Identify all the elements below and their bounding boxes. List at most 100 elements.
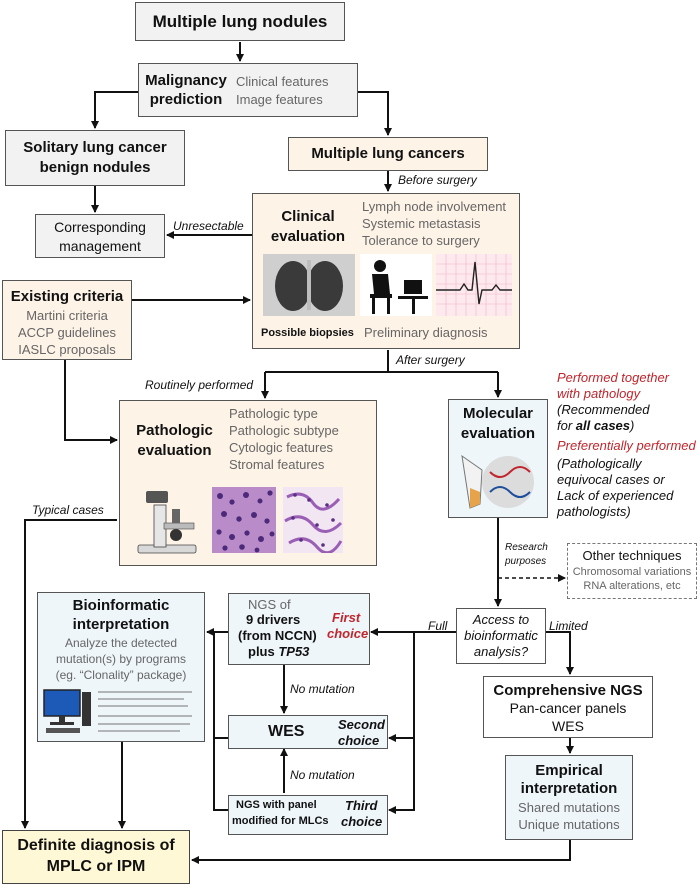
histology-image-2 bbox=[283, 487, 343, 553]
bioinformatic-desc-2: mutation(s) by programs bbox=[55, 652, 187, 666]
malignancy-feature-1: Clinical features bbox=[236, 74, 329, 89]
definite-line-1: Definite diagnosis of bbox=[17, 837, 175, 854]
edge-access-limited bbox=[546, 631, 574, 675]
existing-item-1: Martini criteria bbox=[26, 308, 108, 323]
other-item-2: RNA alterations, etc bbox=[583, 580, 681, 592]
molecular-note-7: Lack of experienced bbox=[557, 488, 674, 503]
molecular-title-1: Molecular bbox=[462, 405, 534, 422]
empirical-line-2: Unique mutations bbox=[518, 817, 620, 832]
node-malignancy bbox=[138, 63, 358, 117]
molecular-title-2: evaluation bbox=[460, 425, 536, 442]
pathologic-title-1: Pathologic bbox=[136, 422, 213, 439]
malignancy-title-1: Malignancy bbox=[145, 72, 227, 89]
clinical-feature-1: Lymph node involvement bbox=[362, 199, 507, 214]
access-line-2: bioinformatic bbox=[464, 628, 538, 643]
bioinformatic-title-1: Bioinformatic bbox=[72, 597, 170, 614]
node-solitary bbox=[5, 130, 185, 186]
clinical-feature-3: Tolerance to surgery bbox=[362, 233, 480, 248]
clinical-feature-2: Systemic metastasis bbox=[362, 216, 481, 231]
ngs9-line-1: NGS of bbox=[248, 597, 291, 612]
ecg-image bbox=[436, 254, 512, 316]
edge-empirical-definite bbox=[191, 840, 571, 864]
label-full: Full bbox=[428, 619, 448, 633]
label-typical: Typical cases bbox=[32, 503, 104, 517]
molecular-note-8: pathologists) bbox=[557, 504, 631, 519]
other-item-1: Chromosomal variations bbox=[572, 566, 692, 578]
wes-choice-1: Second bbox=[338, 717, 385, 732]
node-empirical bbox=[505, 755, 633, 840]
edge-typical bbox=[21, 519, 117, 829]
ngs-panel-choice-2: choice bbox=[341, 814, 383, 829]
ngs9-line-2: 9 drivers bbox=[246, 612, 301, 627]
edge-existing-pathologic bbox=[64, 360, 118, 444]
molecular-note-3a: (Recommended bbox=[557, 402, 650, 417]
corresponding-line-2: management bbox=[59, 238, 141, 254]
access-line-1: Access to bbox=[472, 612, 530, 627]
label-after-surgery: After surgery bbox=[396, 353, 465, 367]
pathologic-feature-4: Stromal features bbox=[229, 457, 325, 472]
patient-doctor-icon bbox=[360, 254, 432, 316]
ngs9-choice-1: First bbox=[332, 610, 361, 625]
node-ngs-panel bbox=[228, 795, 388, 835]
pathologic-feature-1: Pathologic type bbox=[229, 406, 318, 421]
solitary-line-1: Solitary lung cancer bbox=[23, 139, 167, 156]
dna-tube-image bbox=[461, 454, 534, 509]
node-corresponding bbox=[35, 214, 165, 258]
molecular-note-4: Preferentially performed bbox=[557, 438, 696, 453]
wes-choice-2: choice bbox=[338, 733, 380, 748]
ngs9-line-4: plus TP53 bbox=[248, 644, 309, 659]
ngs-panel-line-1: NGS with panel bbox=[236, 799, 317, 811]
other-title: Other techniques bbox=[582, 548, 682, 563]
molecular-note-5: (Pathologically bbox=[557, 456, 642, 471]
molecular-note-3-line: for all cases) bbox=[557, 418, 634, 433]
node-wes bbox=[228, 715, 388, 749]
node-definite bbox=[2, 830, 190, 884]
edge-clinical-split bbox=[265, 350, 498, 373]
existing-title: Existing criteria bbox=[10, 288, 124, 305]
bioinformatic-desc-1: Analyze the detected bbox=[64, 636, 178, 650]
label-no-mutation-1: No mutation bbox=[290, 682, 355, 696]
comprehensive-line-2: WES bbox=[552, 718, 584, 734]
comprehensive-title: Comprehensive NGS bbox=[493, 682, 643, 699]
clinical-prelim: Preliminary diagnosis bbox=[364, 325, 488, 340]
label-research-1: Research bbox=[505, 542, 548, 553]
edge-full-panel bbox=[388, 738, 415, 814]
bioinformatic-title-2: interpretation bbox=[72, 616, 170, 633]
malignancy-title-2: prediction bbox=[149, 91, 223, 108]
edge-full-wes bbox=[388, 632, 415, 742]
label-before-surgery: Before surgery bbox=[398, 173, 477, 187]
node-comprehensive bbox=[483, 676, 653, 738]
empirical-line-1: Shared mutations bbox=[518, 800, 620, 815]
clinical-biopsies: Possible biopsies bbox=[261, 327, 354, 339]
label-limited: Limited bbox=[549, 619, 588, 633]
edge-malignancy-cancers bbox=[358, 91, 392, 136]
label-routinely: Routinely performed bbox=[145, 378, 254, 392]
molecular-note-3d: ) bbox=[630, 418, 635, 433]
histology-image-1 bbox=[212, 487, 276, 553]
empirical-title-1: Empirical bbox=[535, 762, 603, 779]
corresponding-line-1: Corresponding bbox=[54, 219, 146, 235]
ngs-panel-choice-1: Third bbox=[345, 798, 378, 813]
existing-item-2: ACCP guidelines bbox=[17, 325, 117, 340]
clinical-title-1: Clinical bbox=[281, 208, 335, 225]
node-multiple-nodules bbox=[135, 2, 345, 41]
access-line-3: analysis? bbox=[473, 644, 529, 659]
molecular-note-3: (Recommended bbox=[557, 402, 650, 417]
molecular-note-6: equivocal cases or bbox=[557, 472, 665, 487]
molecular-note-1: Performed together bbox=[557, 370, 670, 385]
existing-item-3: IASLC proposals bbox=[18, 342, 116, 357]
molecular-note-3b: for bbox=[557, 418, 576, 433]
comprehensive-line-1: Pan-cancer panels bbox=[509, 700, 627, 716]
ngs9-line-3: (from NCCN) bbox=[238, 628, 317, 643]
node-other-techniques bbox=[567, 543, 697, 599]
ngs9-choice-2: choice bbox=[327, 626, 369, 641]
clinical-title-2: evaluation bbox=[270, 228, 346, 245]
microscope-image bbox=[137, 491, 197, 554]
wes-title: WES bbox=[268, 723, 305, 740]
malignancy-feature-2: Image features bbox=[236, 92, 323, 107]
label-no-mutation-2: No mutation bbox=[290, 768, 355, 782]
computer-formula-image bbox=[43, 689, 192, 733]
multiple-cancers-text: Multiple lung cancers bbox=[311, 145, 465, 162]
edge-choices-bio bbox=[213, 632, 228, 811]
